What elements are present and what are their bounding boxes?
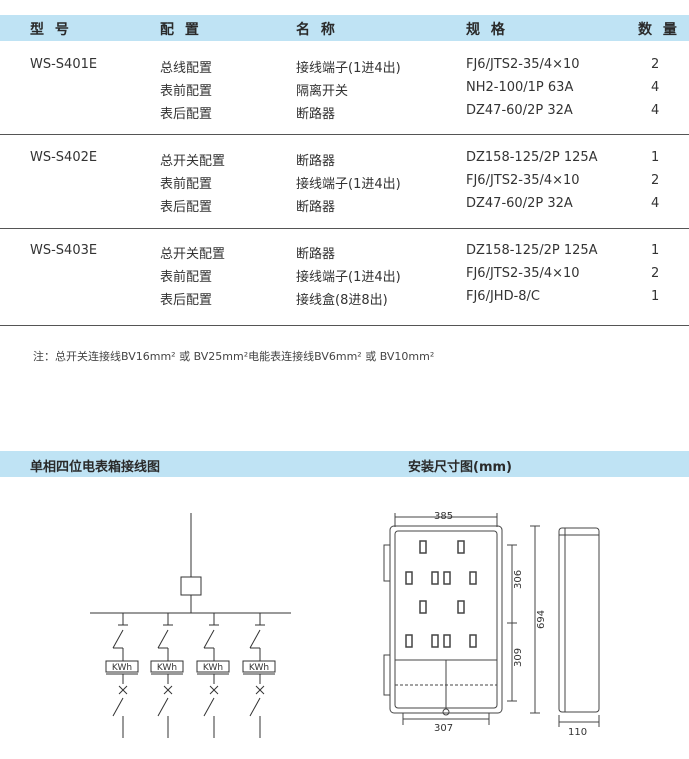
header-qty: 数 量 <box>638 22 680 38</box>
config-cell: 表后配置 <box>160 107 213 122</box>
box-front-view <box>389 525 503 714</box>
spec-cell: FJ6/JTS2-35/4×10 <box>466 266 580 281</box>
config-cell: 总开关配置 <box>160 154 226 169</box>
qty-cell: 1 <box>651 150 660 165</box>
row-divider <box>0 228 689 229</box>
name-cell: 断路器 <box>296 154 336 169</box>
main-switch-box <box>180 576 202 596</box>
config-cell: 表前配置 <box>160 177 213 192</box>
branch-1 <box>105 613 139 738</box>
name-cell: 接线盒(8进8出) <box>296 293 388 308</box>
config-cell: 表后配置 <box>160 200 213 215</box>
spec-cell: FJ6/JTS2-35/4×10 <box>466 173 580 188</box>
dimension-drawing: 385 307 306 309 694 110 <box>383 511 600 738</box>
qty-cell: 1 <box>651 289 660 304</box>
spec-cell: DZ47-60/2P 32A <box>466 103 573 118</box>
wiring-diagram-title: 单相四位电表箱接线图 <box>30 460 161 475</box>
name-cell: 断路器 <box>296 200 336 215</box>
config-cell: 表前配置 <box>160 270 213 285</box>
branch-3 <box>196 613 230 738</box>
dim-width-bottom: 307 <box>434 723 453 734</box>
qty-cell: 1 <box>651 243 660 258</box>
meter-label: KWh <box>157 663 177 673</box>
dim-width-top: 385 <box>434 511 453 522</box>
header-spec: 规 格 <box>466 22 508 38</box>
model-cell: WS-S403E <box>30 243 98 258</box>
meter-label: KWh <box>112 663 132 673</box>
qty-cell: 2 <box>651 266 660 281</box>
row-divider <box>0 134 689 135</box>
dimension-drawing-title: 安装尺寸图(mm) <box>408 460 512 475</box>
name-cell: 接线端子(1进4出) <box>296 61 401 76</box>
wiring-note: 注：总开关连接线BV16mm² 或 BV25mm²电能表连接线BV6mm² 或 … <box>33 350 435 363</box>
name-cell: 接线端子(1进4出) <box>296 270 401 285</box>
qty-cell: 4 <box>651 196 660 211</box>
config-cell: 表后配置 <box>160 293 213 308</box>
row-divider <box>0 325 689 326</box>
branch-2 <box>150 613 184 738</box>
dim-depth: 110 <box>568 727 587 738</box>
model-cell: WS-S402E <box>30 150 98 165</box>
header-model: 型 号 <box>30 22 72 38</box>
branch-4 <box>242 613 276 738</box>
meter-label: KWh <box>203 663 223 673</box>
spec-cell: FJ6/JHD-8/C <box>466 289 541 304</box>
section-header: 单相四位电表箱接线图 安装尺寸图(mm) <box>0 451 689 477</box>
name-cell: 隔离开关 <box>296 84 349 99</box>
meter-label: KWh <box>249 663 269 673</box>
config-cell: 总线配置 <box>160 61 213 76</box>
qty-cell: 2 <box>651 173 660 188</box>
spec-cell: NH2-100/1P 63A <box>466 80 574 95</box>
spec-cell: FJ6/JTS2-35/4×10 <box>466 57 580 72</box>
header-name: 名 称 <box>296 22 338 38</box>
qty-cell: 4 <box>651 80 660 95</box>
spec-cell: DZ158-125/2P 125A <box>466 243 598 258</box>
name-cell: 接线端子(1进4出) <box>296 177 401 192</box>
spec-cell: DZ158-125/2P 125A <box>466 150 598 165</box>
name-cell: 断路器 <box>296 247 336 262</box>
header-config: 配 置 <box>160 22 202 38</box>
model-cell: WS-S401E <box>30 57 98 72</box>
name-cell: 断路器 <box>296 107 336 122</box>
dim-height-total: 694 <box>536 610 547 629</box>
spec-cell: DZ47-60/2P 32A <box>466 196 573 211</box>
dim-height-upper: 306 <box>513 570 524 589</box>
wiring-diagram: KWh KWh KWh KWh <box>90 513 291 738</box>
table-header: 型 号 配 置 名 称 规 格 数 量 <box>0 15 689 41</box>
qty-cell: 4 <box>651 103 660 118</box>
qty-cell: 2 <box>651 57 660 72</box>
dim-height-lower: 309 <box>513 648 524 667</box>
config-cell: 表前配置 <box>160 84 213 99</box>
box-side-view <box>558 527 600 713</box>
config-cell: 总开关配置 <box>160 247 226 262</box>
